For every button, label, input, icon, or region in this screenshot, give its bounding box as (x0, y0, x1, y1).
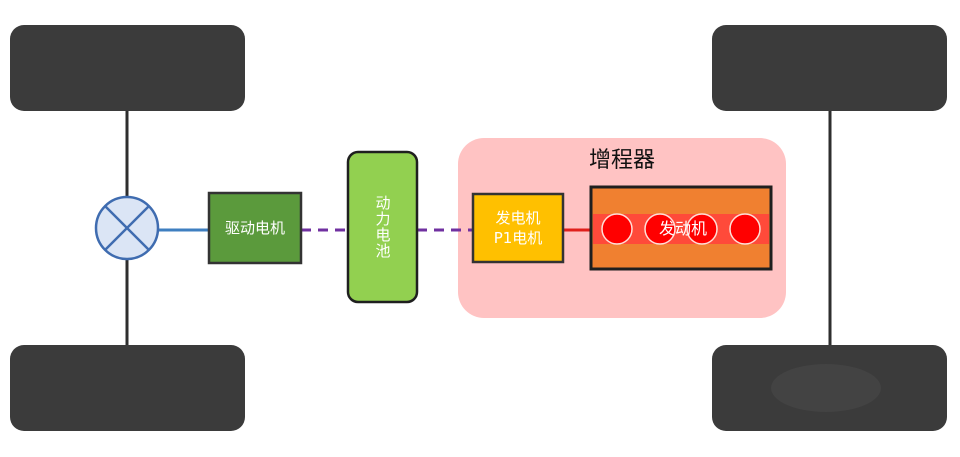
drive-motor-box (207, 191, 303, 265)
generator-box (471, 192, 565, 264)
wheel-smudge (771, 364, 881, 412)
wheel-rear-left (712, 25, 947, 111)
engine-label: 发动机 (658, 219, 707, 238)
battery-label: 动力电池 (373, 195, 392, 259)
engine-cylinder (686, 213, 718, 245)
engine-cylinder (729, 213, 761, 245)
engine-cylinder (644, 213, 676, 245)
generator-label: 发电机 P1电机 (473, 194, 563, 262)
engine-cylinder (601, 213, 633, 245)
drive-motor-label: 驱动电机 (224, 219, 285, 237)
generator-label-line2: P1电机 (493, 229, 543, 247)
wheel-front-right (10, 345, 245, 431)
range-extender-title: 增程器 (588, 148, 655, 173)
wheel-front-left (10, 25, 245, 111)
differential-icon (94, 195, 160, 261)
generator-label-line1: 发电机 (495, 209, 541, 227)
battery-box (346, 150, 419, 304)
